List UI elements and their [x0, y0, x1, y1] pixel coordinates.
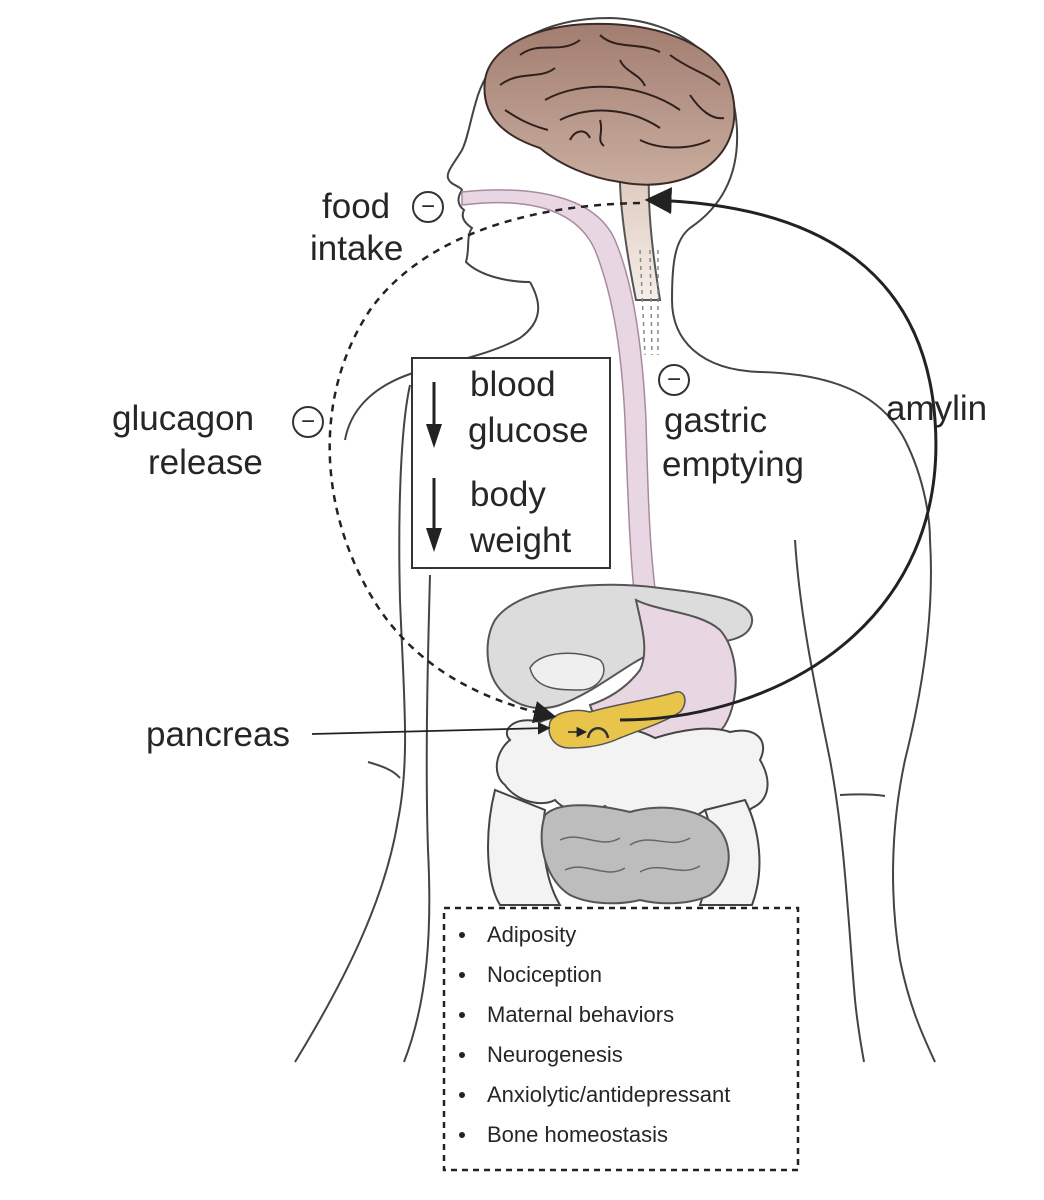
- amylin-label: amylin: [886, 389, 987, 428]
- brain: [483, 22, 736, 186]
- list-bullet: [459, 1092, 465, 1098]
- other-effect-item: Neurogenesis: [487, 1042, 623, 1067]
- amylin-arrow: [619, 187, 938, 722]
- body-silhouette: [294, 16, 936, 1063]
- body-weight-down-arrow: [426, 478, 442, 552]
- blood-glucose-label-line1: blood: [470, 365, 556, 404]
- effects-box-frame: [411, 357, 611, 569]
- body-weight-label-line2: weight: [469, 521, 571, 560]
- svg-text:−: −: [421, 193, 435, 220]
- other-effects-frame: [442, 906, 800, 1172]
- back-head-outline: [670, 117, 931, 541]
- gastric-emptying-label-line1: gastric: [664, 401, 767, 440]
- list-bullet: [459, 972, 465, 978]
- list-bullet: [459, 1132, 465, 1138]
- other-effect-item: Adiposity: [487, 922, 576, 947]
- other-effect-item: Nociception: [487, 962, 602, 987]
- other-effect-item: Anxiolytic/antidepressant: [487, 1082, 730, 1107]
- brain-shape: [483, 22, 736, 186]
- list-bullet: [459, 1012, 465, 1018]
- blood-glucose-down-arrow: [426, 382, 442, 448]
- intestine-folds: [559, 836, 701, 873]
- food-intake-label-line2: intake: [310, 229, 403, 268]
- food-intake-label-line1: food: [322, 187, 390, 226]
- torso-right-outline: [892, 539, 936, 1063]
- list-bullet: [459, 1052, 465, 1058]
- other-effect-item: Maternal behaviors: [487, 1002, 674, 1027]
- effects-box: blood glucose body weight: [411, 357, 611, 569]
- food-intake-inhibit-icon: −: [412, 191, 444, 223]
- other-effect-item: Bone homeostasis: [487, 1122, 668, 1147]
- glucagon-inhibit-icon: −: [292, 406, 324, 438]
- svg-text:−: −: [667, 366, 681, 393]
- islet-cell: [586, 727, 610, 739]
- pancreas-label: pancreas: [146, 715, 290, 754]
- rib-mark-right: [839, 793, 886, 797]
- svg-text:−: −: [301, 408, 315, 435]
- arm-left-inner: [403, 574, 431, 1063]
- gastric-emptying-inhibit-icon: −: [658, 364, 690, 396]
- torso-left-outline: [294, 384, 411, 1063]
- glucagon-release-label-line1: glucagon: [112, 399, 254, 438]
- rib-mark-left: [367, 761, 401, 779]
- arm-right-inner: [794, 539, 865, 1063]
- feedback-dashed-arrow: [328, 201, 641, 724]
- small-intestine: [540, 804, 730, 905]
- pancreas-pointer: [311, 721, 551, 735]
- blood-glucose-label-line2: glucose: [468, 411, 589, 450]
- spinal-cord: [639, 249, 659, 356]
- gallbladder: [529, 652, 605, 691]
- brainstem: [618, 148, 662, 301]
- body-weight-label-line1: body: [470, 475, 546, 514]
- list-bullet: [459, 932, 465, 938]
- glucagon-release-label-line2: release: [148, 443, 263, 482]
- head-outline: [446, 16, 737, 283]
- gastric-emptying-label-line2: emptying: [662, 445, 804, 484]
